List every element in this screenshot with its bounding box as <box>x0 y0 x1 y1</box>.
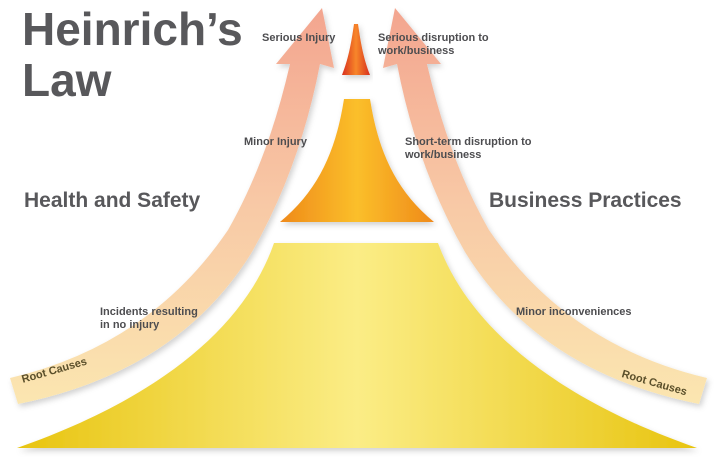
level-3-right-label: Minor inconveniences <box>516 306 632 318</box>
level-1-left-label: Serious Injury <box>262 32 336 44</box>
level-2-right-label: Short-term disruption to work/business <box>405 136 532 162</box>
level-3-left-label: Incidents resulting in no injury <box>100 306 198 332</box>
right-heading: Business Practices <box>489 189 682 212</box>
diagram-title: Heinrich’s Law <box>22 3 243 106</box>
top-tier <box>342 24 370 75</box>
middle-tier <box>280 99 434 222</box>
right-root-causes-arrow <box>383 8 707 404</box>
level-1-right-label: Serious disruption to work/business <box>378 32 489 58</box>
level-2-left-label: Minor Injury <box>244 136 307 148</box>
left-root-causes-arrow <box>10 8 334 404</box>
left-heading: Health and Safety <box>24 189 201 212</box>
base-tier <box>17 243 697 448</box>
